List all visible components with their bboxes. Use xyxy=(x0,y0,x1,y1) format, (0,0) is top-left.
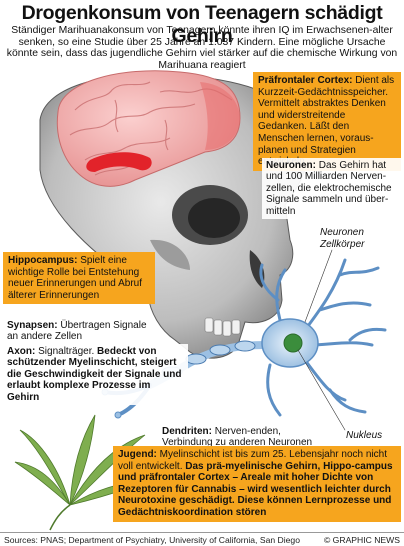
footer-credit: © GRAPHIC NEWS xyxy=(323,535,400,545)
axon-box: Axon: Signalträger. Bedeckt von schützen… xyxy=(3,344,188,406)
neurons-text: Das Gehirn hat und 100 Milliarden Nerven… xyxy=(266,160,392,217)
neuron-nucleus xyxy=(283,333,303,353)
neurons-box: Neuronen: Das Gehirn hat und 100 Milliar… xyxy=(262,158,402,220)
prefrontal-cortex-text: Dient als Kurzzeit-Gedächtnisspeicher. V… xyxy=(258,75,395,167)
synapses-box: Synapsen: Übertragen Signale an andere Z… xyxy=(3,318,153,345)
page-title: Drogenkonsum von Teenagern schädigt Gehi… xyxy=(21,2,383,47)
brain xyxy=(56,70,241,187)
youth-box: Jugend: Myelinschicht ist bis zum 25. Le… xyxy=(113,446,401,522)
footer: Sources: PNAS; Department of Psychiatry,… xyxy=(0,532,404,546)
nucleus-label: Nukleus xyxy=(346,430,383,441)
cell-body-label: Neuronen Zellkörper xyxy=(320,227,365,250)
axon-label: Axon: xyxy=(7,346,36,357)
axon-text-plain: Signalträger. xyxy=(35,346,95,357)
hippocampus-text: Spielt eine wichtige Rolle bei Entstehun… xyxy=(8,255,142,301)
hippocampus-highlight xyxy=(86,152,152,172)
hippocampus-label: Hippocampus: xyxy=(8,255,78,266)
youth-label: Jugend: xyxy=(118,449,157,460)
youth-text-bold: Das prä-myelinische Gehirn, Hippo-campus… xyxy=(118,460,393,518)
prefrontal-cortex-label: Präfrontaler Cortex: xyxy=(258,75,353,86)
page-subtitle: Ständiger Marihuanakonsum von Teenagern … xyxy=(6,25,398,71)
dendrites-text: Nerven-enden, Verbindung zu anderen Neur… xyxy=(162,426,313,449)
prefrontal-cortex-box: Präfrontaler Cortex: Dient als Kurzzeit-… xyxy=(253,72,401,171)
synapses-label: Synapsen: xyxy=(7,320,58,331)
youth-text-plain: Myelinschicht ist bis zum 25. Lebensjahr… xyxy=(118,449,388,472)
footer-source: Sources: PNAS; Department of Psychiatry,… xyxy=(4,535,300,545)
dendrites-label: Dendriten: xyxy=(162,426,212,437)
neurons-label: Neuronen: xyxy=(266,160,316,171)
axon-text-bold: Bedeckt von schützender Myelinschicht, s… xyxy=(7,346,182,403)
hippocampus-box: Hippocampus: Spielt eine wichtige Rolle … xyxy=(3,252,155,305)
synapses-text: Übertragen Signale an andere Zellen xyxy=(7,320,147,343)
